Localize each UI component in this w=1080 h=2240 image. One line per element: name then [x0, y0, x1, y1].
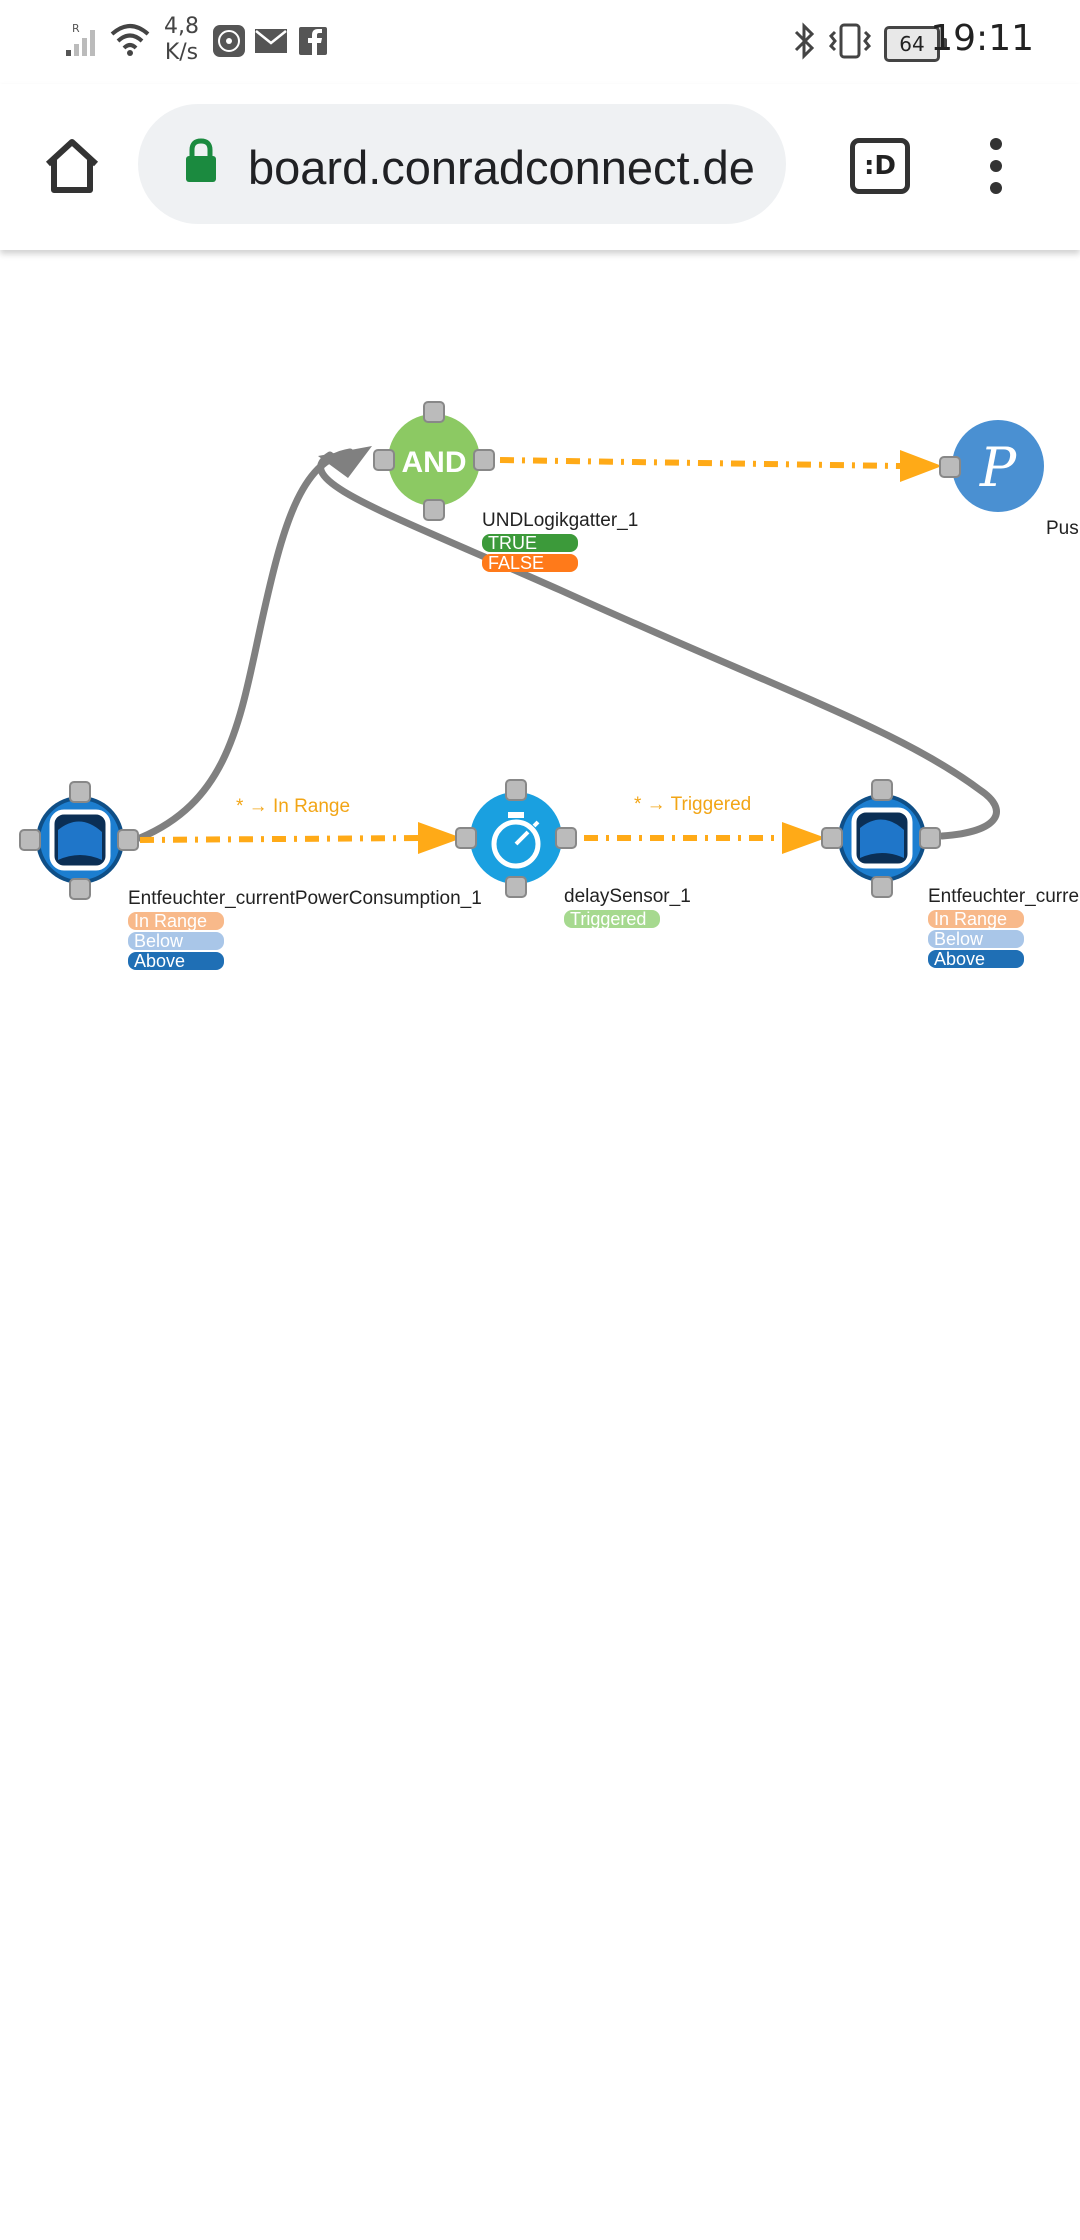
edge-and-to-push	[499, 457, 901, 469]
port-top[interactable]	[69, 781, 91, 803]
lock-icon	[186, 138, 216, 182]
port-right[interactable]	[473, 449, 495, 471]
output-badge-below[interactable]: Below	[928, 930, 1024, 948]
edge-arrowhead-gray	[318, 446, 372, 478]
port-top[interactable]	[871, 779, 893, 801]
push-symbol: P	[979, 436, 1018, 499]
port-left[interactable]	[939, 456, 961, 478]
tab-switcher-button[interactable]: :D	[850, 138, 910, 194]
output-badge-below[interactable]: Below	[128, 932, 224, 950]
delay-sensor-node[interactable]	[455, 779, 577, 898]
url-text[interactable]: board.conradconnect.de	[248, 141, 755, 194]
port-right[interactable]	[555, 827, 577, 849]
svg-text:R: R	[72, 22, 80, 35]
edge-label-triggered: * → Triggered	[634, 794, 752, 815]
port-bottom[interactable]	[505, 876, 527, 898]
mail-icon	[255, 29, 287, 53]
port-bottom[interactable]	[871, 876, 893, 898]
port-left[interactable]	[821, 827, 843, 849]
edge-sensor2-to-and	[317, 451, 1000, 840]
menu-icon[interactable]	[982, 136, 1010, 196]
sensor-1-name: Entfeuchter_currentPowerConsumption_1	[128, 888, 482, 909]
wifi-icon	[110, 24, 150, 56]
clock: 19:11	[930, 18, 1034, 59]
and-gate-node[interactable]: AND	[373, 401, 495, 521]
network-speed-unit: K/s	[164, 40, 199, 65]
sensor-2-name: Entfeuchter_curre	[928, 886, 1080, 907]
edge-sensor1-to-delay	[139, 835, 421, 843]
port-top[interactable]	[505, 779, 527, 801]
signal-icon: R	[66, 22, 95, 56]
facebook-icon	[299, 27, 327, 55]
output-badge-true[interactable]: TRUE	[482, 534, 578, 552]
push-node[interactable]: P	[939, 420, 1044, 512]
output-badge-in-range[interactable]: In Range	[928, 910, 1024, 928]
output-badge-triggered[interactable]: Triggered	[564, 910, 660, 928]
port-top[interactable]	[423, 401, 445, 423]
output-badge-false[interactable]: FALSE	[482, 554, 578, 572]
and-gate-name: UNDLogikgatter_1	[482, 510, 639, 531]
bluetooth-icon	[794, 22, 815, 60]
browser-toolbar: board.conradconnect.de :D	[0, 84, 1080, 250]
address-bar[interactable]: board.conradconnect.de	[138, 104, 786, 224]
home-icon[interactable]	[40, 134, 104, 198]
edge-arrowhead-push	[900, 450, 942, 482]
power-sensor-node-1[interactable]	[19, 781, 139, 900]
status-bar: R 4,8 K/s 64 19:11	[0, 0, 1080, 84]
edge-label-in-range: * → In Range	[236, 796, 351, 817]
vibrate-icon	[828, 23, 872, 59]
port-bottom[interactable]	[423, 499, 445, 521]
edge-arrowhead-delay	[418, 822, 462, 854]
network-speed: 4,8 K/s	[164, 14, 199, 66]
battery-indicator: 64	[884, 26, 947, 62]
edge-sensor1-to-and	[136, 448, 354, 842]
output-badge-in-range[interactable]: In Range	[128, 912, 224, 930]
delay-sensor-name: delaySensor_1	[564, 886, 691, 907]
edge-arrowhead-sensor2	[782, 822, 826, 854]
and-gate-label: AND	[402, 446, 467, 479]
port-left[interactable]	[373, 449, 395, 471]
port-right[interactable]	[919, 827, 941, 849]
sync-app-icon	[213, 25, 245, 57]
port-right[interactable]	[117, 829, 139, 851]
flow-canvas[interactable]: AND P	[0, 250, 1080, 2240]
output-badge-above[interactable]: Above	[928, 950, 1024, 968]
port-left[interactable]	[19, 829, 41, 851]
output-badge-above[interactable]: Above	[128, 952, 224, 970]
port-bottom[interactable]	[69, 878, 91, 900]
power-sensor-node-2[interactable]	[821, 779, 941, 898]
port-left[interactable]	[455, 827, 477, 849]
push-node-name: Pus	[1046, 518, 1079, 539]
network-speed-value: 4,8	[164, 14, 199, 39]
